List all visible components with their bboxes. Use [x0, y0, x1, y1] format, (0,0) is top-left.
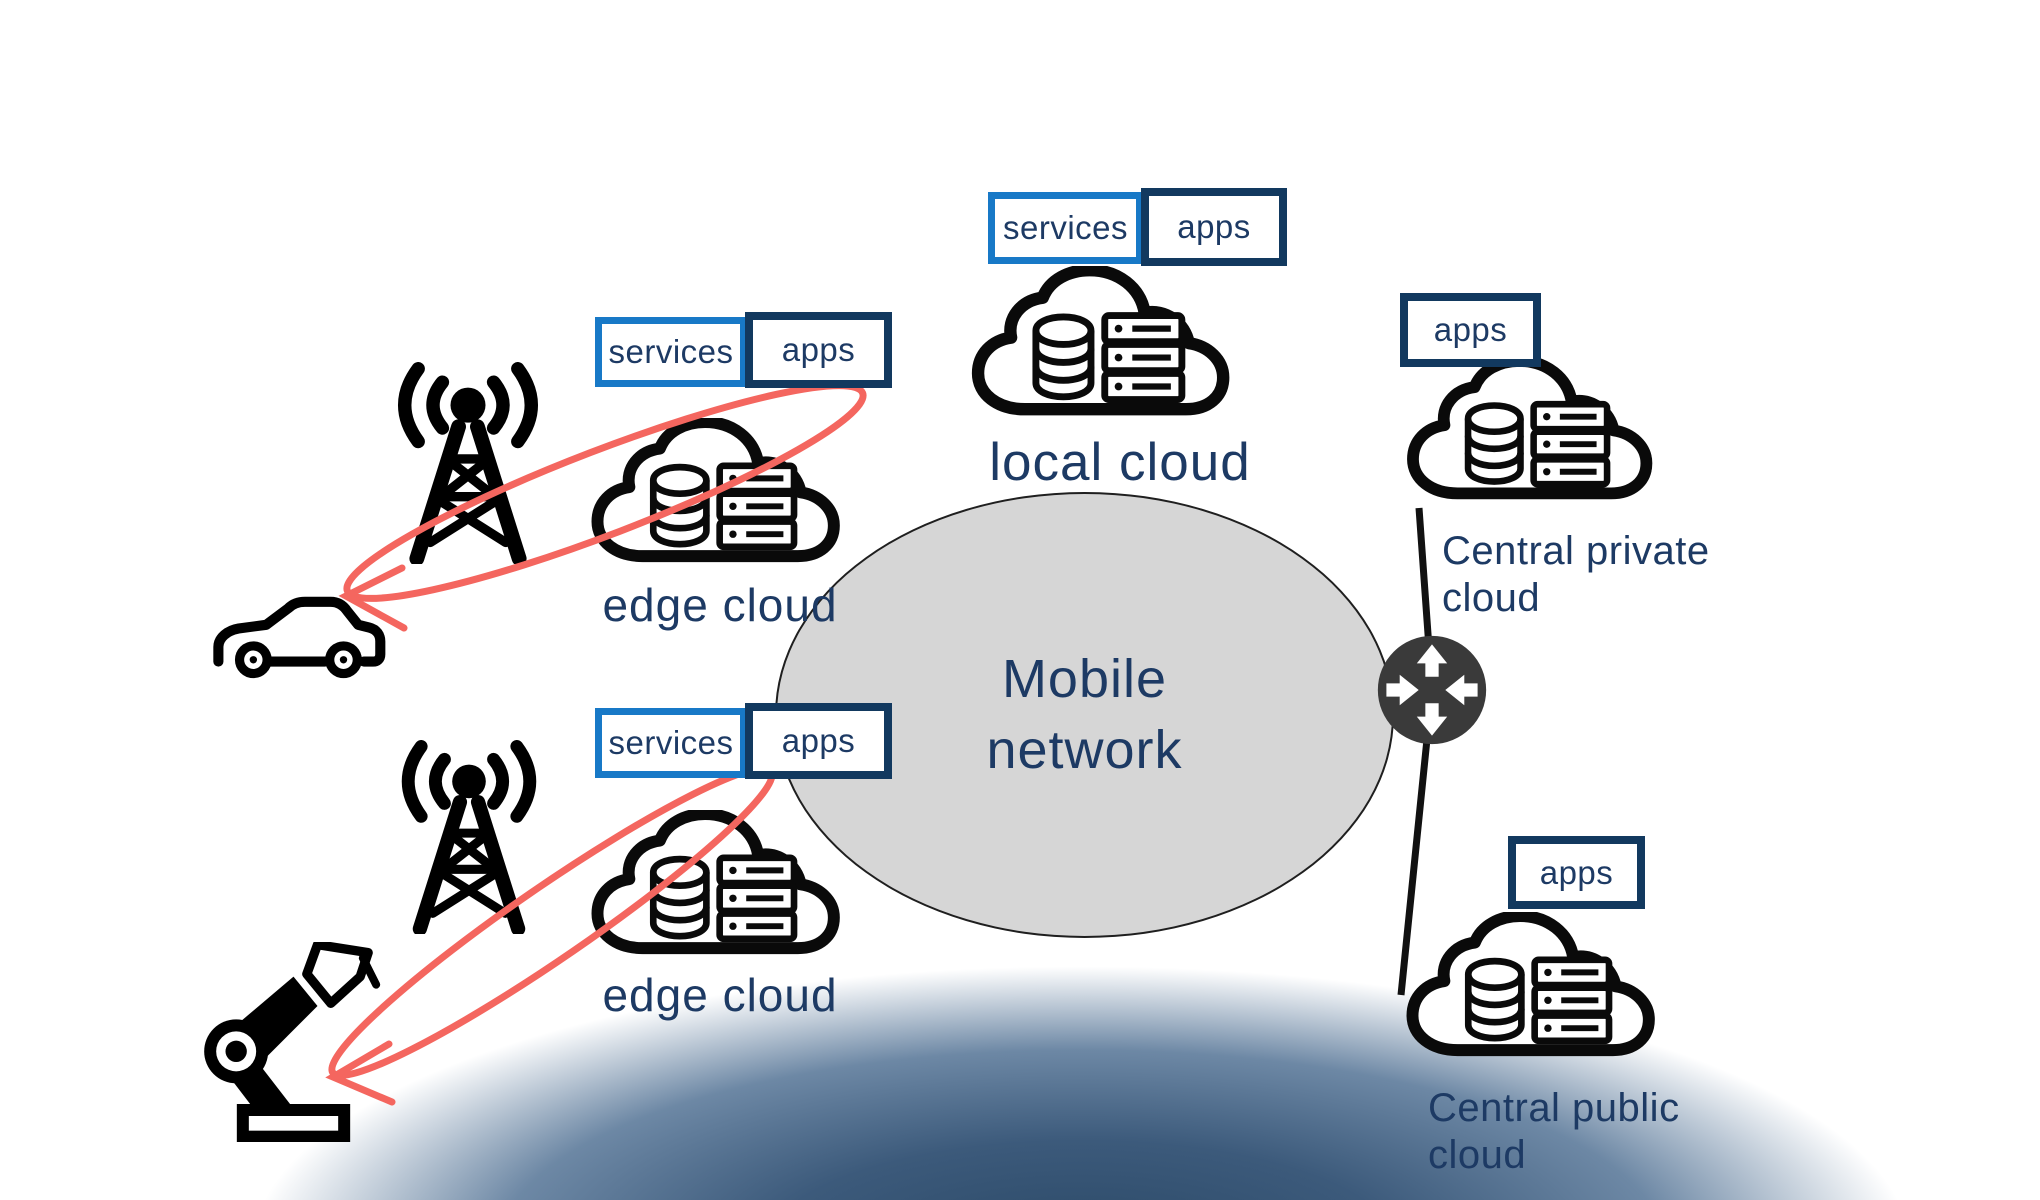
edge-cloud-bottom-apps-box: apps: [745, 703, 892, 779]
central-public-apps-label: apps: [1539, 853, 1614, 891]
central-private-cloud-label: Central private cloud: [1442, 528, 1710, 622]
edge-cloud-bottom-apps-label: apps: [781, 722, 856, 759]
local-cloud-apps-label: apps: [1177, 208, 1251, 245]
central-public-cloud-line2: cloud: [1428, 1133, 1527, 1178]
local-cloud-services-box: services: [988, 192, 1143, 264]
edge-cloud-top-services-box: services: [595, 317, 747, 387]
central-public-cloud-icon: [1398, 912, 1666, 1074]
edge-cloud-bottom-label: edge cloud: [602, 969, 838, 1021]
central-private-apps-box: apps: [1400, 293, 1541, 367]
central-private-cloud-icon: [1393, 357, 1669, 517]
cell-tower-top-icon: [370, 362, 566, 564]
edge-cloud-top-services-label: services: [608, 333, 734, 370]
mobile-network-label: Mobile network: [986, 644, 1182, 787]
local-cloud-apps-box: apps: [1141, 188, 1287, 266]
local-cloud-label: local cloud: [989, 433, 1251, 492]
central-public-apps-box: apps: [1508, 836, 1645, 909]
central-private-apps-label: apps: [1433, 311, 1508, 348]
car-icon: [205, 588, 390, 680]
edge-cloud-top-label: edge cloud: [602, 579, 838, 631]
local-cloud-icon: [962, 266, 1242, 434]
mobile-network-line2: network: [986, 720, 1183, 780]
edge-cloud-bottom-icon: [583, 810, 851, 972]
central-public-cloud-line1: Central public: [1428, 1086, 1680, 1130]
robot-arm-icon: [188, 942, 383, 1142]
central-private-cloud-line2: cloud: [1442, 576, 1541, 621]
central-public-cloud-label: Central public cloud: [1428, 1085, 1680, 1179]
edge-cloud-top-apps-label: apps: [781, 331, 856, 368]
mobile-network-line1: Mobile: [1001, 648, 1168, 709]
router-icon: [1375, 633, 1489, 747]
local-cloud-services-label: services: [1002, 209, 1129, 246]
central-private-cloud-line1: Central private: [1442, 529, 1710, 573]
cell-tower-bottom-icon: [375, 740, 563, 934]
edge-cloud-top-icon: [583, 418, 851, 580]
edge-cloud-bottom-services-box: services: [595, 708, 747, 778]
mobile-network-ellipse: Mobile network: [775, 492, 1394, 938]
edge-cloud-top-apps-box: apps: [745, 312, 892, 388]
edge-cloud-bottom-services-label: services: [608, 724, 734, 761]
